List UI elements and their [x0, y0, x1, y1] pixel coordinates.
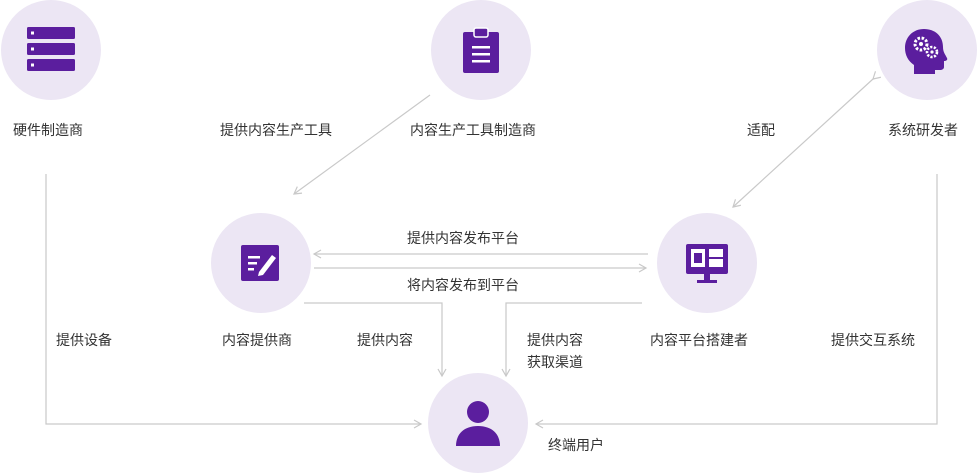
edge-provider-to-user	[304, 302, 447, 378]
edge-label-provide-interaction: 提供交互系统	[831, 333, 915, 349]
tool-maker-label: 内容生产工具制造商	[410, 123, 536, 139]
head-gears-icon	[905, 29, 948, 74]
tool-maker-node	[431, 0, 531, 100]
end-user-node	[428, 373, 528, 473]
edge-label-publish-to-platform: 将内容发布到平台	[407, 278, 519, 294]
platform-builder-label: 内容平台搭建者	[650, 333, 748, 349]
user-icon	[456, 401, 500, 446]
edge-developer-platform	[732, 71, 881, 208]
monitor-icon	[686, 244, 728, 283]
hardware-maker-label: 硬件制造商	[13, 123, 83, 139]
hardware-maker-node	[1, 0, 101, 100]
clipboard-icon	[463, 27, 499, 73]
edge-label-provide-devices: 提供设备	[56, 333, 112, 349]
edge-label-provide-tools: 提供内容生产工具	[220, 123, 332, 139]
developer-node	[877, 0, 977, 100]
edge-label-provide-channel-line1: 提供内容	[527, 333, 583, 349]
edge-label-provide-content: 提供内容	[357, 333, 413, 349]
edge-tools-to-provider	[293, 94, 431, 195]
edge-label-provide-channel-line2: 获取渠道	[527, 355, 583, 371]
edge-developer-to-user	[534, 174, 938, 429]
content-provider-label: 内容提供商	[222, 333, 292, 349]
edge-label-adapt: 适配	[747, 123, 775, 139]
developer-label: 系统研发者	[888, 123, 958, 139]
platform-builder-node	[657, 213, 757, 313]
edge-hardware-to-user	[45, 174, 423, 429]
edge-platform-to-user	[501, 302, 642, 378]
edit-icon	[241, 245, 279, 281]
content-provider-node	[211, 213, 311, 313]
edge-label-provide-platform: 提供内容发布平台	[407, 231, 519, 247]
server-icon	[27, 27, 75, 71]
end-user-label: 终端用户	[548, 438, 604, 454]
